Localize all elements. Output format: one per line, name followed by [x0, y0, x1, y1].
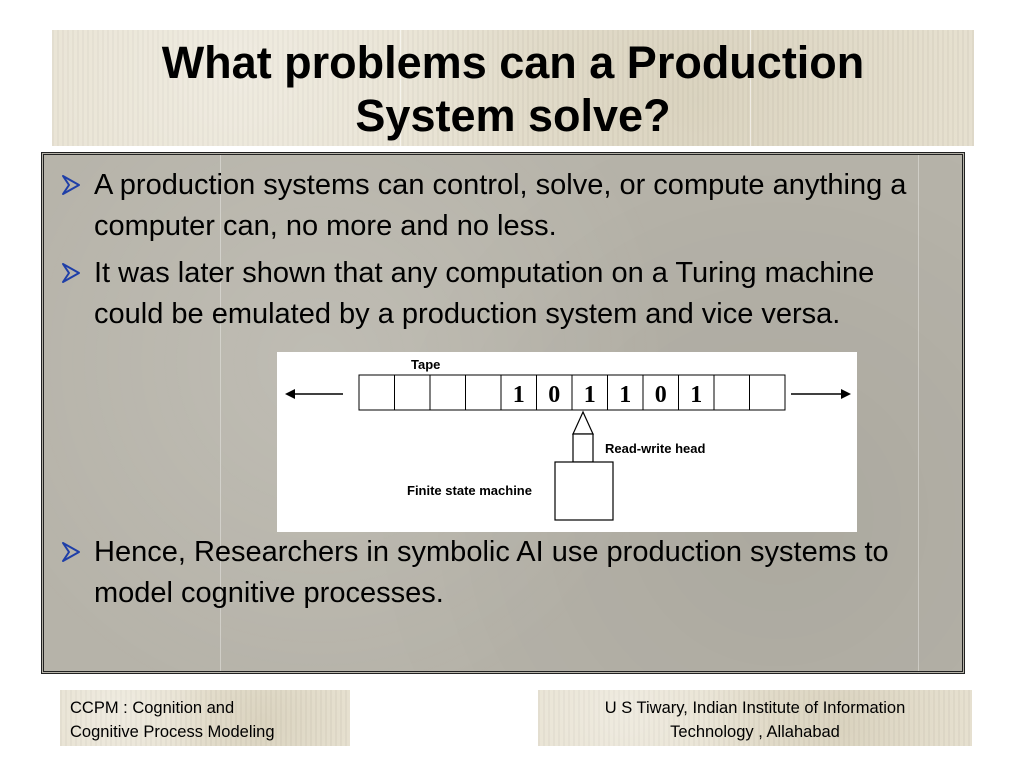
finite-state-machine-box [554, 461, 614, 521]
arrow-bullet-icon [60, 165, 94, 201]
finite-state-machine-label: Finite state machine [407, 483, 532, 498]
tape-symbol: 0 [548, 382, 560, 408]
left-arrow-icon [285, 389, 343, 399]
bullet-item-3: Hence, Researchers in symbolic AI use pr… [60, 532, 950, 614]
tape-cell [713, 374, 750, 411]
footer-author-line-1: U S Tiwary, Indian Institute of Informat… [604, 699, 906, 717]
footer-author-line-2: Technology , Allahabad [670, 723, 840, 741]
bullet-text: It was later shown that any computation … [94, 257, 875, 330]
tape-cell [394, 374, 431, 411]
tape-symbol: 1 [584, 382, 596, 408]
footer-course-line-2: Cognitive Process Modeling [70, 723, 275, 741]
tape-cell [500, 374, 537, 411]
bullet-text: A production systems can control, solve,… [94, 169, 907, 242]
page-title: What problems can a Production System so… [161, 37, 865, 141]
read-write-head-label: Read-write head [605, 441, 705, 456]
tape-cell [607, 374, 644, 411]
bullet-text: Hence, Researchers in symbolic AI use pr… [94, 536, 889, 609]
content-box: A production systems can control, solve,… [41, 152, 965, 674]
read-write-head-icon [572, 410, 594, 463]
footer-course-line-1: CCPM : Cognition and [70, 699, 235, 717]
tape-symbol: 1 [513, 382, 525, 408]
tape-cell [749, 374, 786, 411]
tape-cell [642, 374, 679, 411]
tape-symbol: 1 [619, 382, 631, 408]
texture-seam [750, 30, 751, 146]
tape-cell [358, 374, 395, 411]
right-arrow-icon [791, 389, 851, 399]
tape-cell [465, 374, 502, 411]
tape-cell [571, 374, 608, 411]
texture-seam [918, 155, 919, 671]
texture-seam [220, 155, 221, 671]
bullet-item-1: A production systems can control, solve,… [60, 165, 950, 247]
footer-author-box: U S Tiwary, Indian Institute of Informat… [538, 690, 972, 746]
arrow-bullet-icon [60, 532, 94, 568]
footer-course-box: CCPM : Cognition and Cognitive Process M… [60, 690, 350, 746]
tape-cell [678, 374, 715, 411]
tape-label: Tape [411, 357, 440, 372]
tape-symbol: 1 [690, 382, 702, 408]
arrow-bullet-icon [60, 253, 94, 289]
bullet-item-2: It was later shown that any computation … [60, 253, 950, 335]
texture-seam [400, 30, 401, 146]
tape-symbol: 0 [655, 382, 667, 408]
title-band: What problems can a Production System so… [52, 30, 974, 146]
tape-cell [429, 374, 466, 411]
